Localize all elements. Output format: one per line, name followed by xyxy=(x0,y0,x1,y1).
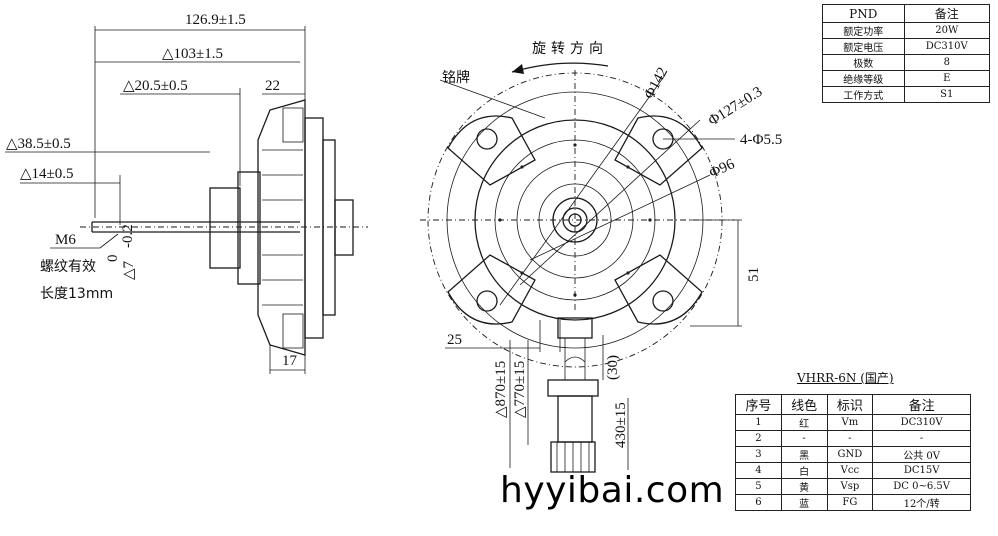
wire-header-cell: 线色 xyxy=(780,394,828,415)
wire-color: 蓝 xyxy=(780,494,828,511)
wire-id: Vsp xyxy=(826,478,874,495)
nameplate-label: 铭牌 xyxy=(442,69,470,86)
wire-no: 6 xyxy=(735,494,782,511)
dim-dia-96: Φ96 xyxy=(707,156,738,182)
dim-30: (30) xyxy=(605,355,621,380)
dim-lead-770: △770±15 xyxy=(512,361,528,418)
dim-7: △7 xyxy=(121,260,137,280)
side-view xyxy=(5,26,368,374)
wire-note: 公共 0V xyxy=(872,446,971,463)
dim-lead-870: △870±15 xyxy=(493,361,509,418)
front-view xyxy=(420,62,742,473)
wire-header-cell: 序号 xyxy=(735,394,782,415)
wire-note: - xyxy=(872,430,971,447)
pnd-param: 绝缘等级 xyxy=(822,70,905,87)
rotation-direction-label: 旋转方向 xyxy=(532,41,608,57)
dim-14: △14±0.5 xyxy=(20,166,74,182)
watermark: hyyibai.com xyxy=(500,470,725,511)
wire-id: FG xyxy=(826,494,874,511)
wire-color: 黑 xyxy=(780,446,828,463)
dim-7-tol-upper: 0 xyxy=(105,255,121,263)
pnd-param: 额定电压 xyxy=(822,38,905,55)
pnd-value: 20W xyxy=(903,22,991,39)
dim-7-tol-lower: -0.2 xyxy=(120,224,136,248)
wire-header-cell: 标识 xyxy=(826,394,874,415)
dim-25: 25 xyxy=(447,332,462,348)
wire-header-cell: 备注 xyxy=(872,394,971,415)
wire-no: 5 xyxy=(735,478,782,495)
wire-no: 2 xyxy=(735,430,782,447)
dim-20-5: △20.5±0.5 xyxy=(123,78,188,94)
wire-note: DC15V xyxy=(872,462,971,479)
wire-note: DC 0~6.5V xyxy=(872,478,971,495)
pnd-value: 8 xyxy=(903,54,991,71)
thread-label: M6 xyxy=(55,232,76,248)
pnd-param: 额定功率 xyxy=(822,22,905,39)
wire-color: 黄 xyxy=(780,478,828,495)
dim-51: 51 xyxy=(746,267,762,282)
wire-no: 1 xyxy=(735,414,782,431)
wire-id: - xyxy=(826,430,874,447)
pnd-value: DC310V xyxy=(903,38,991,55)
thread-note-line1: 螺纹有效 xyxy=(40,259,96,275)
wire-note: DC310V xyxy=(872,414,971,431)
pnd-value: E xyxy=(903,70,991,87)
wire-color: 白 xyxy=(780,462,828,479)
dim-103: △103±1.5 xyxy=(162,46,223,62)
dim-38-5: △38.5±0.5 xyxy=(6,136,71,152)
wire-id: Vm xyxy=(826,414,874,431)
wire-color: - xyxy=(780,430,828,447)
wire-note: 12个/转 xyxy=(872,494,971,511)
wire-table-title: VHRR-6N (国产) xyxy=(797,371,894,385)
pnd-param: 极数 xyxy=(822,54,905,71)
wire-no: 4 xyxy=(735,462,782,479)
thread-note-line2: 长度13mm xyxy=(40,286,113,302)
wire-header-row: 序号 线色 标识 备注 xyxy=(735,394,971,415)
dim-overall-length: 126.9±1.5 xyxy=(185,12,246,28)
dim-lead-430: 430±15 xyxy=(613,402,629,448)
wire-id: Vcc xyxy=(826,462,874,479)
dim-dia-127: Φ127±0.3 xyxy=(706,84,766,130)
wire-color: 红 xyxy=(780,414,828,431)
pnd-param: 工作方式 xyxy=(822,86,905,103)
table-row: 2--- xyxy=(735,430,971,447)
wire-id: GND xyxy=(826,446,874,463)
dim-17: 17 xyxy=(282,353,298,369)
wire-no: 3 xyxy=(735,446,782,463)
dim-22: 22 xyxy=(265,78,280,94)
pnd-value: S1 xyxy=(903,86,991,103)
pnd-header-cell: PND xyxy=(822,4,905,23)
dim-holes: 4-Φ5.5 xyxy=(740,132,782,148)
pnd-header-row: PND 备注 xyxy=(822,4,991,23)
pnd-header-cell: 备注 xyxy=(903,4,991,23)
dim-dia-142: Φ142 xyxy=(641,65,671,102)
